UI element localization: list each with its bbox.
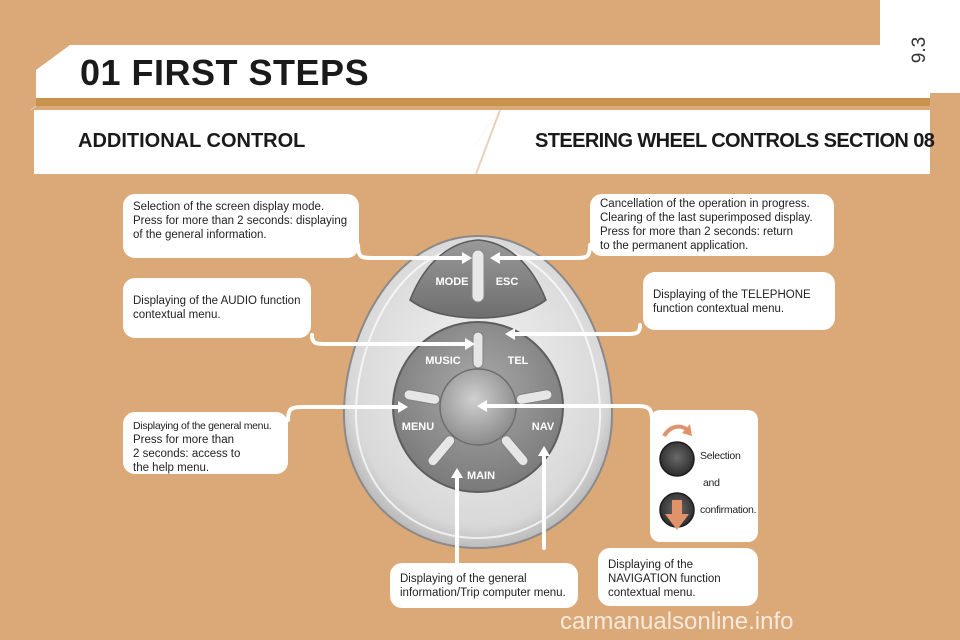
page-title: 01 FIRST STEPS bbox=[80, 52, 370, 93]
callout-nav-line-1: Displaying of the bbox=[608, 559, 694, 571]
callout-menu-line-1: Press for more than bbox=[133, 434, 234, 446]
callout-menu: Displaying of the general menu. Press fo… bbox=[123, 412, 288, 474]
page-number-strip bbox=[880, 0, 960, 93]
section-title-additional-control: ADDITIONAL CONTROL bbox=[78, 130, 306, 152]
title-band bbox=[0, 0, 960, 110]
menu-button-label[interactable]: MENU bbox=[402, 421, 434, 433]
callout-music: Displaying of the AUDIO function context… bbox=[123, 278, 311, 338]
callout-nav: Displaying of the NAVIGATION function co… bbox=[598, 548, 758, 606]
legend-and: and bbox=[703, 477, 720, 489]
main-button-label[interactable]: MAIN bbox=[467, 470, 495, 482]
callout-tel-line-2: function contextual menu. bbox=[653, 303, 785, 315]
section-band bbox=[34, 109, 930, 175]
callout-main-line-1: Displaying of the general bbox=[400, 573, 527, 585]
callout-mode-line-2: Press for more than 2 seconds: displayin… bbox=[133, 215, 348, 227]
callout-mode: Selection of the screen display mode. Pr… bbox=[123, 194, 359, 258]
callout-esc-line-3: Press for more than 2 seconds: return bbox=[600, 226, 794, 238]
callout-mode-line-3: of the general information. bbox=[133, 229, 267, 241]
callout-menu-line-2: 2 seconds: access to bbox=[133, 448, 241, 460]
connector-arrowheads bbox=[398, 252, 550, 478]
tel-button-label[interactable]: TEL bbox=[508, 355, 529, 367]
callout-esc: Cancellation of the operation in progres… bbox=[590, 194, 834, 256]
rotate-knob-icon bbox=[659, 424, 695, 477]
nav-button-label[interactable]: NAV bbox=[532, 421, 555, 433]
callout-menu-heading: Displaying of the general menu. bbox=[133, 420, 272, 432]
callout-nav-line-3: contextual menu. bbox=[608, 587, 696, 599]
music-button-label[interactable]: MUSIC bbox=[425, 355, 461, 367]
callout-nav-line-2: NAVIGATION function bbox=[608, 573, 721, 585]
callout-tel: Displaying of the TELEPHONE function con… bbox=[643, 272, 835, 330]
press-knob-icon bbox=[659, 492, 695, 530]
callout-esc-line-1: Cancellation of the operation in progres… bbox=[600, 198, 810, 210]
section-title-steering-wheel: STEERING WHEEL CONTROLS SECTION 08 bbox=[535, 130, 935, 152]
callout-esc-line-2: Clearing of the last superimposed displa… bbox=[600, 212, 813, 224]
callout-music-line-1: Displaying of the AUDIO function bbox=[133, 295, 301, 307]
callout-esc-line-4: to the permanent application. bbox=[600, 240, 749, 252]
callout-music-line-2: contextual menu. bbox=[133, 309, 221, 321]
esc-button-label[interactable]: ESC bbox=[496, 276, 519, 288]
callout-mode-line-1: Selection of the screen display mode. bbox=[133, 201, 325, 213]
callout-menu-line-3: the help menu. bbox=[133, 462, 210, 474]
callout-main-line-2: information/Trip computer menu. bbox=[400, 587, 566, 599]
mode-button-label[interactable]: MODE bbox=[436, 276, 469, 288]
watermark: carmanualsonline.info bbox=[560, 608, 794, 635]
legend-confirmation: confirmation. bbox=[700, 504, 757, 516]
control-wheel bbox=[342, 234, 614, 550]
callout-main: Displaying of the general information/Tr… bbox=[390, 563, 578, 608]
callout-tel-line-1: Displaying of the TELEPHONE bbox=[653, 289, 811, 301]
legend-selection: Selection bbox=[700, 450, 741, 462]
